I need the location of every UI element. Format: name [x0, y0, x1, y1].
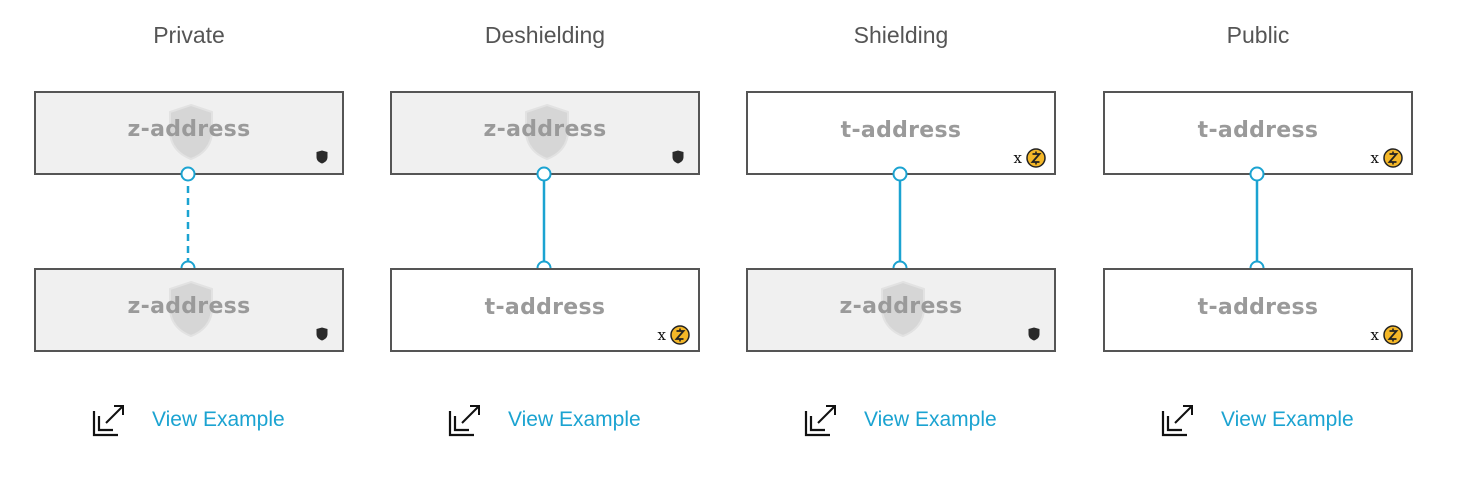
- t-address-box: t-address x: [1103, 91, 1413, 175]
- address-label: t-address: [484, 295, 606, 320]
- column-deshielding: Deshielding z-address t-address x: [390, 0, 700, 501]
- view-example-link[interactable]: View Example: [1161, 400, 1354, 440]
- external-link-icon: [804, 405, 836, 437]
- solid-connector: [892, 166, 908, 276]
- shield-watermark-icon: [525, 103, 569, 161]
- column-title: Public: [1226, 22, 1290, 48]
- shield-watermark-icon: [169, 103, 213, 161]
- address-label: z-address: [127, 294, 251, 319]
- address-label: z-address: [127, 117, 251, 142]
- coin-indicator: x: [1371, 324, 1403, 346]
- view-example-label: View Example: [1221, 408, 1354, 431]
- view-example-label: View Example: [152, 408, 285, 431]
- column-shielding: Shielding t-address x z-address: [746, 0, 1056, 501]
- coin-prefix: x: [1370, 149, 1379, 167]
- address-label: z-address: [839, 294, 963, 319]
- coin-prefix: x: [1370, 326, 1379, 344]
- z-address-box: z-address: [34, 91, 344, 175]
- zcash-coin-icon: [1383, 325, 1403, 345]
- column-public: Public t-address x t-address x: [1103, 0, 1413, 501]
- address-label: t-address: [1197, 295, 1319, 320]
- zcash-coin-icon: [670, 325, 690, 345]
- solid-connector: [536, 166, 552, 276]
- coin-indicator: x: [658, 324, 690, 346]
- t-address-box: t-address x: [746, 91, 1056, 175]
- shield-watermark-icon: [881, 280, 925, 338]
- external-link-icon: [448, 405, 480, 437]
- shield-icon: [316, 150, 328, 164]
- shield-icon: [672, 150, 684, 164]
- shield-watermark-icon: [169, 280, 213, 338]
- column-private: Private z-address z-address: [34, 0, 344, 501]
- address-label: t-address: [1197, 118, 1319, 143]
- view-example-link[interactable]: View Example: [92, 400, 285, 440]
- view-example-link[interactable]: View Example: [804, 400, 997, 440]
- t-address-box: t-address x: [1103, 268, 1413, 352]
- z-address-box: z-address: [390, 91, 700, 175]
- view-example-link[interactable]: View Example: [448, 400, 641, 440]
- view-example-label: View Example: [508, 408, 641, 431]
- zcash-coin-icon: [1383, 148, 1403, 168]
- view-example-label: View Example: [864, 408, 997, 431]
- address-label: t-address: [840, 118, 962, 143]
- z-address-box: z-address: [746, 268, 1056, 352]
- coin-prefix: x: [657, 326, 666, 344]
- solid-connector: [1249, 166, 1265, 276]
- external-link-icon: [1161, 405, 1193, 437]
- address-label: z-address: [483, 117, 607, 142]
- coin-indicator: x: [1371, 147, 1403, 169]
- external-link-icon: [92, 405, 124, 437]
- column-title: Deshielding: [484, 22, 606, 48]
- dashed-connector: [180, 166, 196, 276]
- shield-icon: [316, 327, 328, 341]
- shield-icon: [1028, 327, 1040, 341]
- column-title: Private: [153, 22, 225, 48]
- coin-prefix: x: [1013, 149, 1022, 167]
- z-address-box: z-address: [34, 268, 344, 352]
- column-title: Shielding: [853, 22, 949, 48]
- zcash-coin-icon: [1026, 148, 1046, 168]
- t-address-box: t-address x: [390, 268, 700, 352]
- coin-indicator: x: [1014, 147, 1046, 169]
